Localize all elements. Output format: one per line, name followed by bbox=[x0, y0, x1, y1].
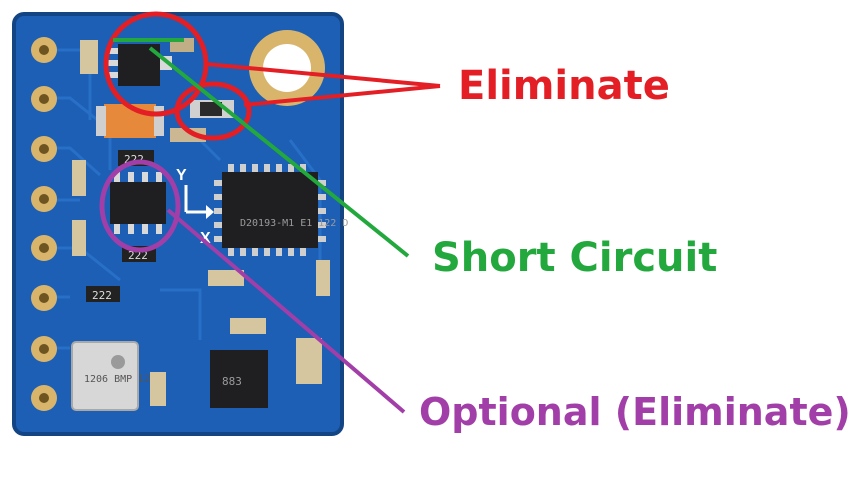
bottom-chip-marking: 883 bbox=[222, 375, 242, 388]
header-pin-hole bbox=[39, 344, 49, 354]
smd-capacitor bbox=[150, 372, 166, 406]
optional-leader bbox=[166, 208, 406, 414]
imu-chip bbox=[214, 164, 326, 256]
smd-resistor bbox=[86, 286, 120, 302]
smd-capacitor bbox=[80, 40, 98, 74]
header-pin-hole bbox=[39, 293, 49, 303]
axis-markings bbox=[184, 185, 214, 219]
axis-x-label: X bbox=[200, 230, 211, 247]
pcb-edge-shade bbox=[12, 12, 344, 436]
magnetometer-chip bbox=[210, 350, 268, 408]
smd-capacitor bbox=[296, 338, 322, 384]
short-circuit-label: Short Circuit bbox=[432, 235, 718, 281]
axis-y-label: Y bbox=[176, 167, 187, 184]
header-pins bbox=[31, 37, 57, 411]
eliminate-label: Eliminate bbox=[458, 63, 670, 109]
short-circuit-leader bbox=[148, 46, 410, 258]
mounting-hole-inner bbox=[263, 44, 311, 92]
smd-capacitor bbox=[230, 318, 266, 334]
smd-capacitor bbox=[72, 160, 86, 196]
optional-chip bbox=[110, 172, 166, 234]
sensor-marking: 1206 BMP 1264 bbox=[84, 374, 162, 385]
smd-capacitor bbox=[316, 260, 330, 296]
optional-circle bbox=[99, 159, 181, 253]
resistor-code: 222 bbox=[92, 289, 112, 302]
optional-eliminate-label: Optional (Eliminate) bbox=[419, 390, 851, 434]
eliminate-leaders bbox=[205, 62, 441, 107]
eliminate-circle-diode bbox=[174, 81, 252, 141]
imu-chip-marking: D20193-M1 E1 122 D bbox=[240, 218, 348, 229]
header-pin-hole bbox=[39, 45, 49, 55]
smd-capacitor bbox=[208, 270, 244, 286]
tantalum-capacitor bbox=[96, 104, 164, 138]
header-pin-hole bbox=[39, 94, 49, 104]
header-pin-hole bbox=[39, 194, 49, 204]
header-pin-hole bbox=[39, 144, 49, 154]
smd-capacitor bbox=[170, 128, 206, 142]
header-pin-hole bbox=[39, 243, 49, 253]
header-pin-hole bbox=[39, 393, 49, 403]
pressure-sensor bbox=[71, 341, 139, 411]
smd-capacitor bbox=[72, 220, 86, 256]
